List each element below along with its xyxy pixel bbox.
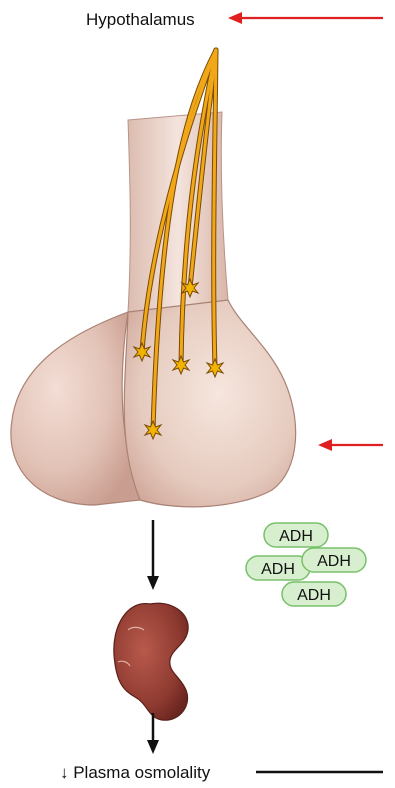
arrow-pituitary-to-kidney	[147, 520, 159, 590]
adh-pill-3: ADH	[302, 548, 366, 572]
feedback-arrow-hypothalamus	[228, 12, 383, 24]
svg-text:ADH: ADH	[261, 561, 295, 578]
plasma-osmolality-label: ↓ Plasma osmolality	[60, 763, 211, 782]
svg-text:ADH: ADH	[317, 553, 351, 570]
svg-text:ADH: ADH	[279, 528, 313, 545]
adh-pill-1: ADH	[264, 523, 328, 547]
anterior-pituitary-lobe	[11, 312, 140, 505]
posterior-pituitary-lobe	[124, 300, 295, 507]
adh-pill-4: ADH	[282, 582, 346, 606]
svg-text:ADH: ADH	[297, 587, 331, 604]
feedback-arrow-pituitary	[318, 439, 383, 451]
hypothalamus-label: Hypothalamus	[86, 10, 195, 29]
kidney-image	[114, 603, 188, 720]
adh-pill-2: ADH	[246, 556, 310, 580]
